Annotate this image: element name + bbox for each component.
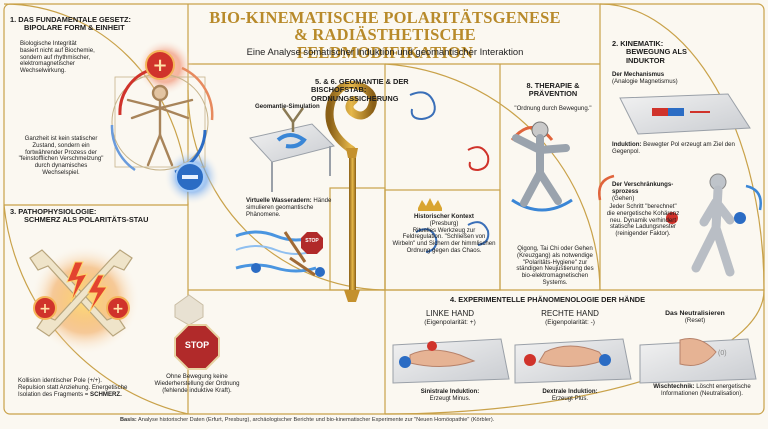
sec2-heading-line2: BEWEGUNG ALS (626, 47, 687, 57)
water-text-bold: Virtuelle Wasseradern: (246, 197, 312, 204)
stop-sign-label: STOP (184, 340, 210, 350)
mech-block: Der Mechanismus (Analogie Magnetismus) (612, 71, 732, 86)
right-cap-bold: Dextrale Induktion: (542, 388, 598, 395)
sec2-heading-line3: INDUKTOR (626, 55, 665, 65)
left-cap-text: Erzeugt Minus. (429, 394, 471, 402)
walking-figure-illustration (598, 173, 762, 277)
sec1-text1: Biologische Integrität basiert nicht auf… (20, 40, 95, 75)
mech-heading: Der Mechanismus (612, 71, 665, 78)
hist-text: Rituelles Werkzeug zur Feldregulation. "… (392, 226, 496, 255)
title-line-2: & RADIÄSTHETISCHE FELDMODIFIKATION (294, 25, 476, 62)
right-hand-title: RECHTE HAND (541, 309, 599, 318)
sec2-heading-line1: 2. KINEMATIK: (612, 39, 664, 48)
vortex-swirls (409, 91, 490, 253)
sec1-heading-line1: 1. DAS FUNDAMENTALE GESETZ: (10, 15, 131, 24)
footer-bold: Basis: (120, 417, 137, 423)
sec1-heading-line2: BIPOLARE FORM & EINHEIT (24, 23, 125, 33)
neutral-title: Das Neutralisieren (665, 310, 725, 317)
footer-text: Analyse historischer Daten (Erfurt, Pres… (138, 417, 495, 423)
sec3-heading-line1: 3. PATHOPHYSIOLOGIE: (10, 207, 97, 216)
hist-context: Historischer Kontext (Presburg) Rituelle… (392, 213, 496, 255)
ver-heading: Der Verschränkungs-sprozess (612, 181, 674, 195)
tai-chi-figure-illustration (510, 121, 573, 212)
sec8-heading: 8. THERAPIE & PRÄVENTION (510, 81, 596, 99)
bischofstab-illustration (325, 81, 377, 302)
mech-text: (Analogie Magnetismus) (612, 77, 678, 85)
sim-label: Geomantie-Simulation (255, 103, 320, 110)
ver-sub: (Gehen) (612, 194, 635, 202)
water-text-body: Hände simulieren geomantische Phänomene. (246, 197, 332, 218)
wisch-bold: Wischtechnik: (653, 383, 695, 390)
svg-text:+: + (39, 301, 51, 317)
water-text: Virtuelle Wasseradern: Hände simulieren … (246, 197, 332, 218)
sec3-text-body: Kollision identischer Pole (+/+). Repuls… (18, 377, 128, 398)
right-hand-sub: (Eigenpolarität: -) (545, 318, 595, 326)
hist-place: (Presburg) (429, 219, 459, 227)
hist-heading: Historischer Kontext (414, 213, 474, 220)
vitruvian-illustration: + (110, 39, 220, 205)
induction-body: Bewegter Pol erzeugt am Ziel den Gegenpo… (612, 141, 735, 155)
sec3-text: Kollision identischer Pole (+/+). Repuls… (18, 377, 128, 398)
geomantie-illustration (235, 107, 335, 277)
induction-bold: Induktion: (612, 141, 642, 148)
sec1-heading: 1. DAS FUNDAMENTALE GESETZ: BIPOLARE FOR… (10, 15, 140, 33)
bone-pain-illustration: + + (29, 245, 140, 355)
hand-tables-illustration (392, 338, 757, 384)
ver-block: Der Verschränkungs-sprozess (Gehen) (612, 181, 674, 202)
sec56-heading-line1: 5. & 6. GEOMANTIE & DER (315, 77, 409, 86)
sec3-text-bold: SCHMERZ. (90, 390, 122, 398)
stop-small-label: STOP (305, 238, 319, 244)
sec56-heading-line2: BISCHOFSTAB: ORDNUNGSSICHERUNG (311, 85, 399, 103)
stop-sign-illustration (174, 294, 220, 370)
title-line-1: BIO-KINEMATISCHE POLARITÄTSGENESE (209, 8, 561, 27)
magnet-table-illustration (619, 93, 751, 135)
main-title: BIO-KINEMATISCHE POLARITÄTSGENESE & RADI… (205, 9, 565, 61)
footer: Basis: Analyse historischer Daten (Erfur… (120, 417, 720, 423)
left-cap-bold: Sinistrale Induktion: (420, 388, 480, 395)
left-hand-caption: Sinistrale Induktion: Erzeugt Minus. (395, 388, 505, 403)
sec2-heading: 2. KINEMATIK: BEWEGUNG ALS INDUKTOR (612, 39, 762, 65)
neutral-sub: (Reset) (684, 316, 706, 324)
sec3-heading-line2: SCHMERZ ALS POLARITÄTS-STAU (24, 215, 149, 225)
crown-icon (418, 198, 442, 211)
svg-text:+: + (152, 55, 167, 76)
stop-text: Ohne Bewegung keine Wiederherstellung de… (154, 373, 240, 394)
subtitle: Eine Analyse somatischer Induktion und g… (246, 46, 524, 57)
sec8-heading-line1: 8. THERAPIE & (526, 81, 580, 90)
left-hand-title: LINKE HAND (425, 309, 474, 318)
ver-text: Jeder Schritt "berechnet" die energetisc… (606, 203, 680, 238)
sec56-heading: 5. & 6. GEOMANTIE & DER BISCHOFSTAB: ORD… (265, 77, 425, 103)
left-hand-sub: (Eigenpolarität: +) (424, 318, 476, 326)
induction-text: Induktion: Bewegter Pol erzeugt am Ziel … (612, 141, 742, 156)
wisch-text: Löscht energetische Informationen (Neutr… (661, 383, 751, 397)
neutral-mark: (0) (718, 350, 727, 357)
sec1-text2: Ganzheit ist kein statischer Zustand, so… (18, 135, 104, 177)
sec8-quote: "Ordnung durch Bewegung." (514, 105, 592, 112)
sec8-heading-line2: PRÄVENTION (528, 89, 578, 99)
wisch-caption: Wischtechnik: Löscht energetische Inform… (648, 383, 756, 398)
right-cap-text: Erzeugt Plus. (551, 394, 589, 402)
sec3-heading: 3. PATHOPHYSIOLOGIE: SCHMERZ ALS POLARIT… (10, 207, 185, 225)
sec4-heading: 4. EXPERIMENTELLE PHÄNOMENOLOGIE DER HÄN… (450, 295, 646, 304)
left-hand-header: LINKE HAND (Eigenpolarität: +) (395, 309, 505, 326)
right-hand-header: RECHTE HAND (Eigenpolarität: -) (515, 309, 625, 326)
right-hand-caption: Dextrale Induktion: Erzeugt Plus. (515, 388, 625, 403)
svg-text:+: + (112, 301, 124, 317)
neutral-header: Das Neutralisieren (Reset) (640, 310, 750, 325)
sec8-text: Qigong, Tai Chi oder Gehen (Kreuzgang) a… (516, 245, 594, 287)
